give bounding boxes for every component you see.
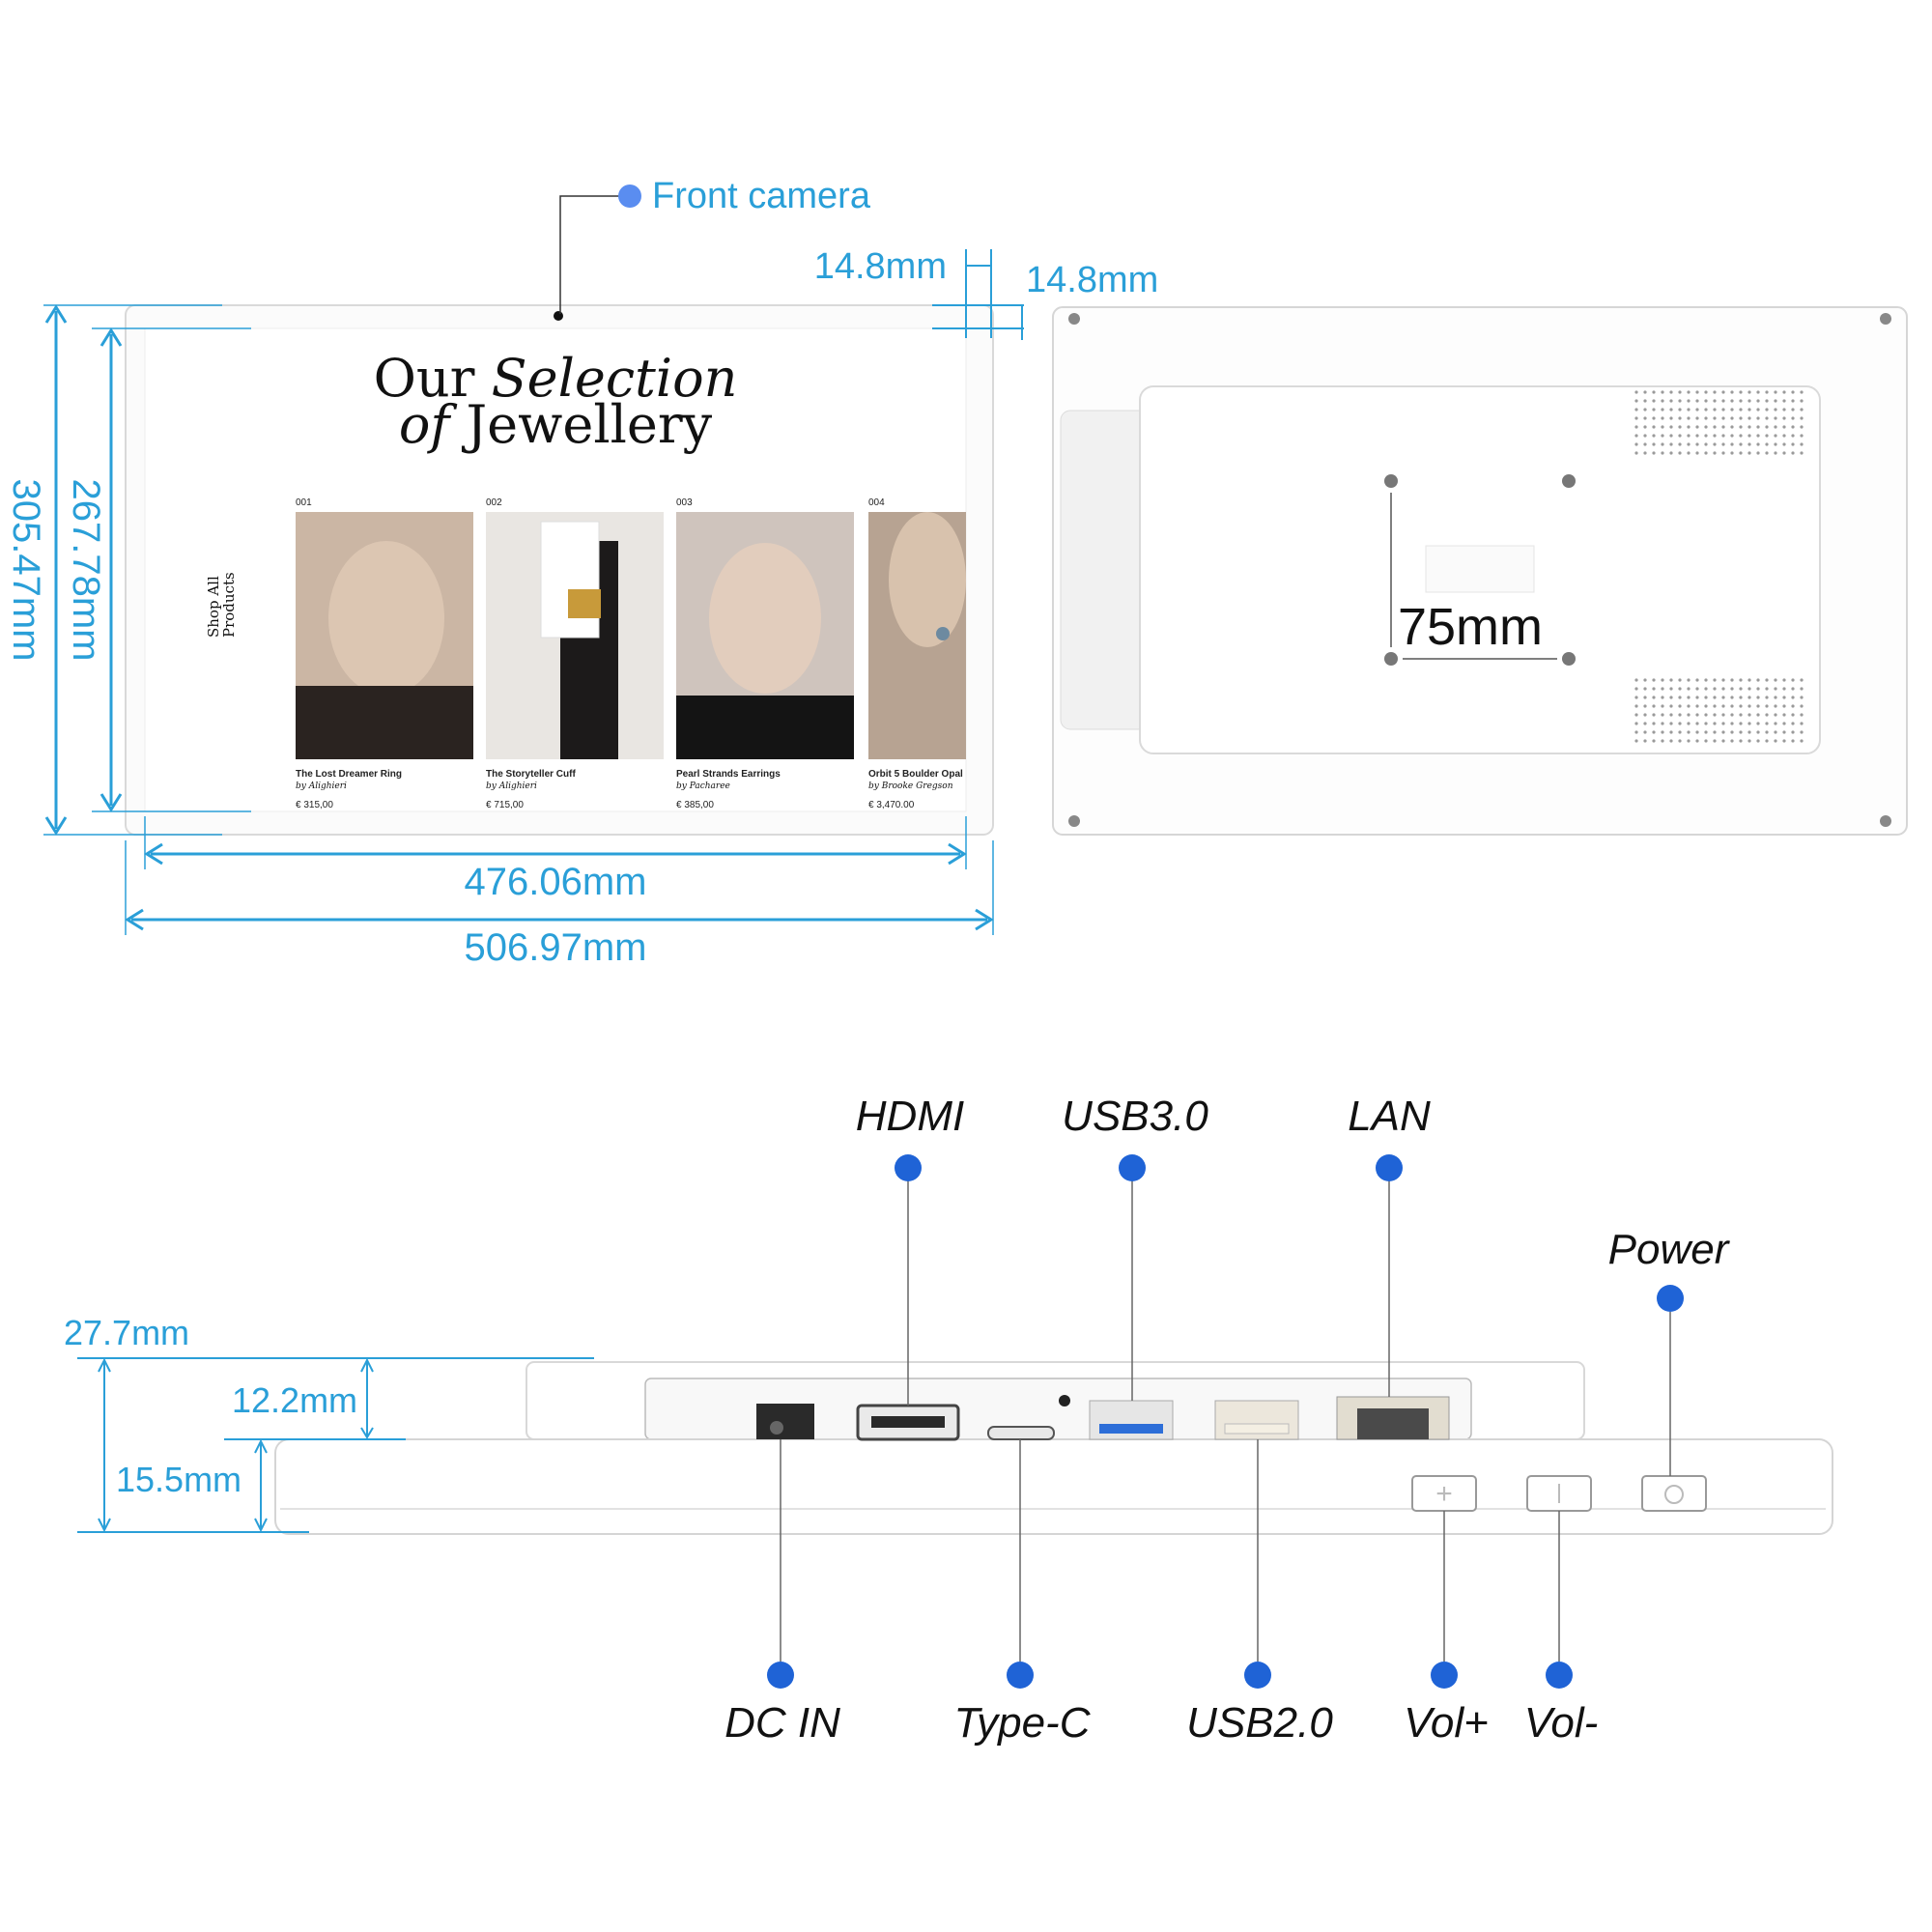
callout-usb2: USB2.0 bbox=[1186, 1439, 1333, 1747]
mic-hole-icon bbox=[1059, 1395, 1070, 1406]
bezel-dimensions bbox=[932, 249, 1024, 340]
svg-text:003: 003 bbox=[676, 497, 693, 508]
type-c-port bbox=[987, 1426, 1055, 1440]
product-card[interactable]: 001 The Lost Dreamer Ring by Alighieri €… bbox=[296, 497, 473, 810]
hdmi-label: HDMI bbox=[856, 1093, 964, 1140]
front-camera-label: Front camera bbox=[652, 176, 871, 216]
side-view: + bbox=[274, 1361, 1833, 1535]
screw-icon bbox=[1068, 313, 1080, 325]
svg-text:002: 002 bbox=[486, 497, 502, 508]
front-view: Our Selection of Jewellery Shop All Prod… bbox=[125, 304, 994, 836]
callout-usb3: USB3.0 bbox=[1062, 1093, 1208, 1401]
callout-dot-icon bbox=[1119, 1154, 1146, 1181]
camera-icon bbox=[554, 311, 563, 321]
inner-height-label: 267.78mm bbox=[65, 479, 107, 662]
screen-title-line2: of Jewellery bbox=[399, 394, 713, 455]
callout-hdmi: HDMI bbox=[856, 1093, 964, 1406]
svg-text:€ 715,00: € 715,00 bbox=[486, 800, 524, 810]
power-button[interactable] bbox=[1641, 1475, 1707, 1512]
usb3-label: USB3.0 bbox=[1062, 1093, 1208, 1140]
svg-text:€ 385,00: € 385,00 bbox=[676, 800, 714, 810]
svg-text:004: 004 bbox=[868, 497, 885, 508]
svg-text:001: 001 bbox=[296, 497, 312, 508]
callout-dot-icon bbox=[895, 1154, 922, 1181]
shop-all-link[interactable]: Shop All Products bbox=[205, 572, 238, 638]
front-camera-callout: Front camera bbox=[559, 176, 871, 314]
vesa-screw-icon bbox=[1562, 652, 1576, 666]
screw-icon bbox=[1880, 313, 1891, 325]
callout-lan: LAN bbox=[1348, 1093, 1431, 1397]
height-dimension-lines bbox=[43, 304, 251, 836]
inner-width-label: 476.06mm bbox=[465, 861, 647, 903]
vesa-screw-icon bbox=[1384, 652, 1398, 666]
svg-text:€ 3,470.00: € 3,470.00 bbox=[868, 800, 915, 810]
bezel-width-label: 14.8mm bbox=[814, 246, 947, 287]
svg-text:by Alighieri: by Alighieri bbox=[296, 781, 347, 791]
vesa-label: 75mm bbox=[1398, 598, 1543, 656]
svg-text:The Storyteller Cuff: The Storyteller Cuff bbox=[486, 769, 576, 780]
back-view: 75mm bbox=[1052, 306, 1908, 836]
screw-icon bbox=[1068, 815, 1080, 827]
callout-type-c: Type-C bbox=[954, 1439, 1092, 1747]
speaker-grille bbox=[1634, 390, 1804, 743]
usb2-label: USB2.0 bbox=[1186, 1699, 1333, 1747]
screen-title-line1: Our Selection bbox=[374, 348, 738, 409]
callout-dot-icon bbox=[1007, 1662, 1034, 1689]
svg-text:Shop All: Shop All bbox=[205, 576, 222, 638]
callout-dot-icon bbox=[618, 185, 641, 208]
outer-width-label: 506.97mm bbox=[465, 926, 647, 969]
callout-dc-in: DC IN bbox=[724, 1439, 840, 1747]
callout-dot-icon bbox=[1546, 1662, 1573, 1689]
callout-dot-icon bbox=[1431, 1662, 1458, 1689]
svg-text:Products: Products bbox=[220, 572, 238, 638]
callout-dot-icon bbox=[767, 1662, 794, 1689]
back-depth-label: 12.2mm bbox=[232, 1380, 357, 1420]
outer-height-label: 305.47mm bbox=[5, 479, 47, 662]
vesa-screw-icon bbox=[1562, 474, 1576, 488]
dc-in-port bbox=[756, 1404, 814, 1439]
type-c-label: Type-C bbox=[954, 1699, 1092, 1747]
depth-dimension-lines bbox=[77, 1357, 594, 1533]
dc-in-label: DC IN bbox=[724, 1699, 840, 1747]
svg-text:Orbit 5 Boulder Opal: Orbit 5 Boulder Opal bbox=[868, 769, 963, 780]
svg-text:€ 315,00: € 315,00 bbox=[296, 800, 333, 810]
vesa-screw-icon bbox=[1384, 474, 1398, 488]
callout-dot-icon bbox=[1376, 1154, 1403, 1181]
svg-text:by Brooke Gregson: by Brooke Gregson bbox=[868, 781, 953, 791]
width-dimension-lines bbox=[125, 816, 994, 935]
product-card[interactable]: 004 Orbit 5 Boulder Opal by Brooke Gregs… bbox=[868, 497, 966, 810]
power-icon bbox=[1664, 1485, 1684, 1504]
svg-text:Pearl Strands Earrings: Pearl Strands Earrings bbox=[676, 769, 781, 780]
lan-label: LAN bbox=[1348, 1093, 1431, 1140]
svg-text:by Pacharee: by Pacharee bbox=[676, 781, 730, 791]
callout-dot-icon bbox=[1244, 1662, 1271, 1689]
svg-text:The Lost Dreamer Ring: The Lost Dreamer Ring bbox=[296, 769, 402, 780]
power-label: Power bbox=[1608, 1226, 1731, 1273]
product-card[interactable]: 003 Pearl Strands Earrings by Pacharee €… bbox=[676, 497, 854, 810]
label-area bbox=[1425, 545, 1535, 593]
product-card[interactable]: 002 The Storyteller Cuff by Alighieri € … bbox=[486, 497, 664, 810]
side-port-cover bbox=[1060, 410, 1149, 730]
front-depth-label: 15.5mm bbox=[116, 1460, 242, 1499]
plus-icon: + bbox=[1435, 1478, 1453, 1510]
dc-jack-icon bbox=[770, 1421, 783, 1435]
vol-down-label: Vol- bbox=[1524, 1699, 1599, 1747]
vol-up-label: Vol+ bbox=[1404, 1699, 1489, 1747]
callout-dot-icon bbox=[1657, 1285, 1684, 1312]
callout-vol-up: Vol+ bbox=[1404, 1511, 1489, 1747]
total-depth-label: 27.7mm bbox=[64, 1313, 189, 1352]
screw-icon bbox=[1880, 815, 1891, 827]
front-housing-side bbox=[274, 1438, 1833, 1535]
callout-power: Power bbox=[1608, 1226, 1731, 1476]
bezel-height-label: 14.8mm bbox=[1026, 260, 1158, 300]
svg-text:by Alighieri: by Alighieri bbox=[486, 781, 537, 791]
callout-vol-down: Vol- bbox=[1524, 1511, 1599, 1747]
